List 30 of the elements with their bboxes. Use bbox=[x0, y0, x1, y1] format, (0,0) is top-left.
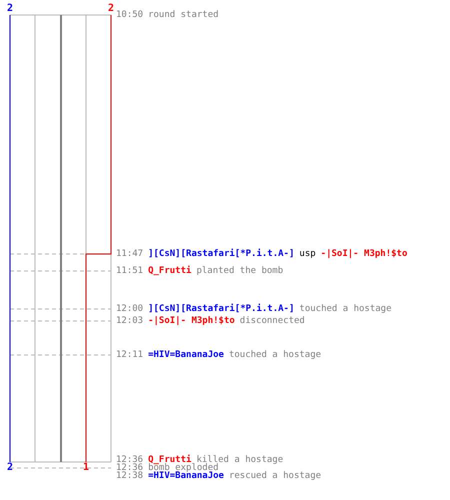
event-text: killed a hostage bbox=[196, 456, 284, 464]
player-count: 2 bbox=[6, 463, 14, 473]
timestamp: 12:11 bbox=[116, 350, 144, 360]
event-text: round started bbox=[148, 10, 219, 20]
event-text: bomb exploded bbox=[148, 464, 219, 472]
timestamp: 12:38 bbox=[116, 472, 144, 480]
player-name: Q_Frutti bbox=[148, 266, 192, 276]
timestamp: 10:50 bbox=[116, 10, 144, 20]
player-name: Q_Frutti bbox=[148, 456, 192, 464]
timestamp: 11:51 bbox=[116, 266, 144, 276]
player-name: =HIV=BananaJoe bbox=[148, 350, 224, 360]
event-text: touched a hostage bbox=[299, 304, 392, 314]
player-count: 2 bbox=[6, 4, 14, 14]
event-text: disconnected bbox=[240, 316, 305, 326]
player-count: 2 bbox=[108, 4, 114, 14]
player-name: -|SoI|- M3ph!$to bbox=[148, 316, 235, 326]
player-name: ][CsN][Rastafari[*P.i.t.A-] bbox=[148, 304, 294, 314]
timestamp: 12:36 bbox=[116, 464, 144, 472]
timestamp: 12:36 bbox=[116, 456, 144, 464]
player-name: -|SoI|- M3ph!$to bbox=[320, 250, 408, 258]
timestamp: 12:03 bbox=[116, 316, 144, 326]
player-count: 1 bbox=[82, 463, 90, 473]
player-name: ][CsN][Rastafari[*P.i.t.A-] bbox=[148, 250, 294, 258]
weapon-name: usp bbox=[299, 250, 316, 258]
timestamp: 11:47 bbox=[116, 250, 144, 258]
timestamp: 12:00 bbox=[116, 304, 144, 314]
event-text: rescued a hostage bbox=[228, 472, 322, 480]
event-text: planted the bomb bbox=[196, 266, 284, 276]
player-name: =HIV=BananaJoe bbox=[148, 472, 224, 480]
event-text: touched a hostage bbox=[228, 350, 322, 360]
